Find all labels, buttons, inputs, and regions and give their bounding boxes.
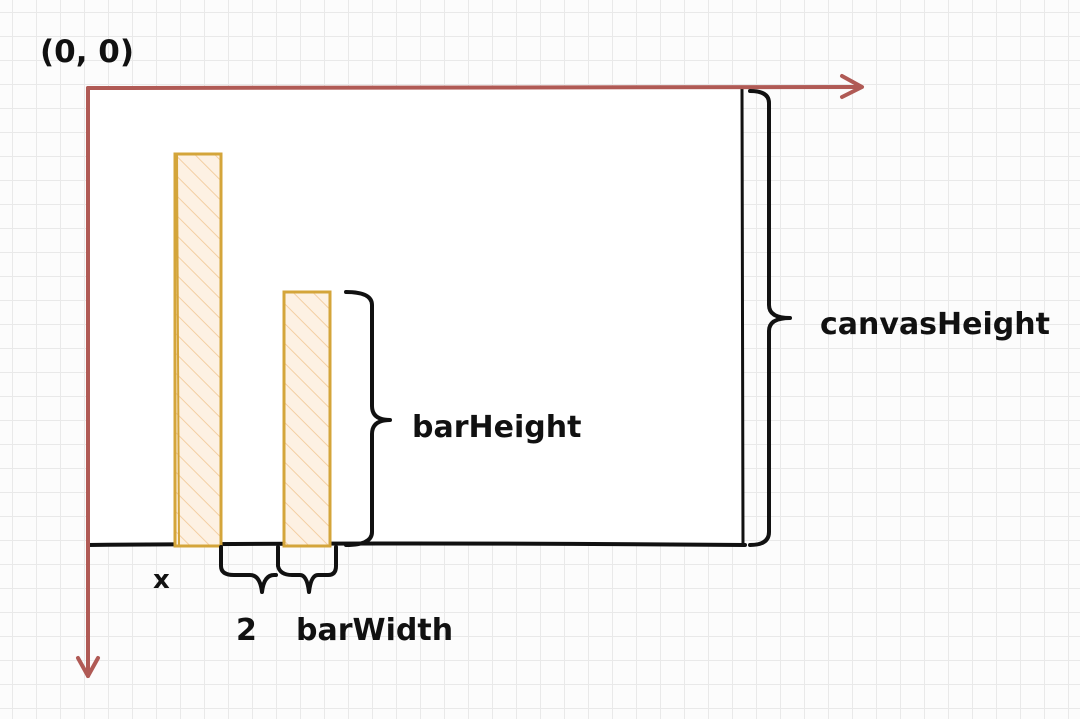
y-axis-line <box>85 86 90 678</box>
x-label: x <box>153 565 170 595</box>
gap-label: 2 <box>236 613 257 648</box>
canvas-right-edge <box>740 87 745 547</box>
bar-height-label: barHeight <box>412 410 581 445</box>
bar-1-sketch-line <box>176 153 180 547</box>
x-axis-arrowhead <box>840 74 864 99</box>
bar-height-brace <box>344 290 392 547</box>
bar-width-brace <box>276 545 338 594</box>
bar-width-label: barWidth <box>296 613 453 648</box>
gap-brace <box>219 545 278 594</box>
canvas-height-label: canvasHeight <box>820 307 1050 342</box>
bar-2 <box>282 290 332 548</box>
y-axis-arrowhead <box>76 656 100 678</box>
canvas-height-brace <box>748 89 792 547</box>
bar-1 <box>173 152 223 548</box>
x-axis-line <box>86 84 862 90</box>
origin-label: (0, 0) <box>40 34 134 70</box>
